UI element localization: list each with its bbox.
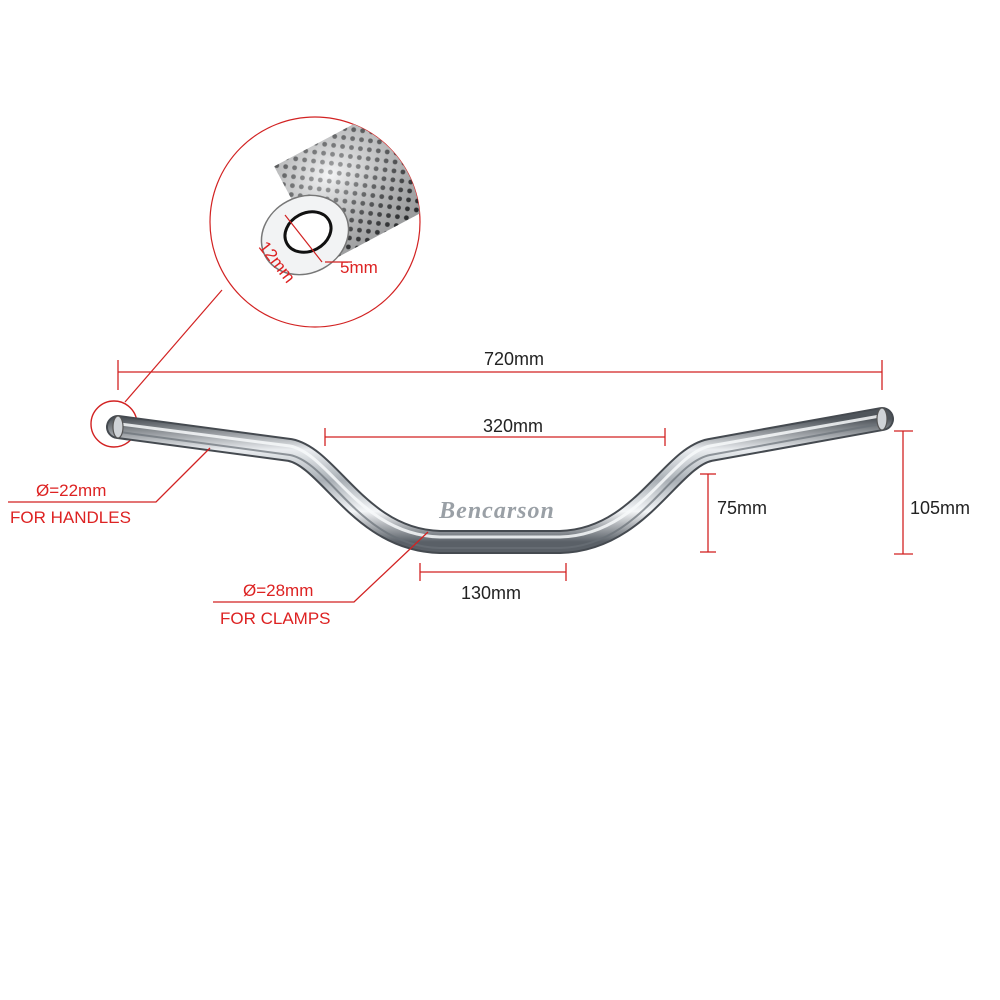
brand-watermark: Bencarson xyxy=(438,498,555,524)
dimension-rise: 75mm xyxy=(700,473,767,553)
handle-note-label: FOR HANDLES xyxy=(10,508,131,527)
left-bar-end xyxy=(112,415,124,439)
zoom-leader-line xyxy=(124,289,223,403)
overall-width-label: 720mm xyxy=(484,349,544,369)
dimension-overall-width: 720mm xyxy=(117,349,883,390)
clamp-note-label: FOR CLAMPS xyxy=(220,609,331,628)
right-bar-end xyxy=(876,407,888,431)
total-height-label: 105mm xyxy=(910,498,970,518)
bar-end-bore xyxy=(283,210,333,254)
clamp-diameter-callout: Ø=28mm FOR CLAMPS xyxy=(213,531,429,628)
zoom-12mm-line xyxy=(284,214,323,263)
rise-span-label: 320mm xyxy=(483,416,543,436)
clamp-width-label: 130mm xyxy=(461,583,521,603)
zoom-5mm-label: 5mm xyxy=(340,258,378,277)
dimension-rise-span: 320mm xyxy=(324,416,666,446)
rise-label: 75mm xyxy=(717,498,767,518)
dimension-total-height: 105mm xyxy=(894,430,970,555)
dimension-clamp-width: 130mm xyxy=(419,563,567,603)
clamp-diameter-label: Ø=28mm xyxy=(243,581,313,600)
handle-diameter-label: Ø=22mm xyxy=(36,481,106,500)
zoom-detail: 12mm 5mm xyxy=(209,116,421,328)
handlebar xyxy=(106,407,894,554)
handle-diameter-callout: Ø=22mm FOR HANDLES xyxy=(8,447,211,527)
